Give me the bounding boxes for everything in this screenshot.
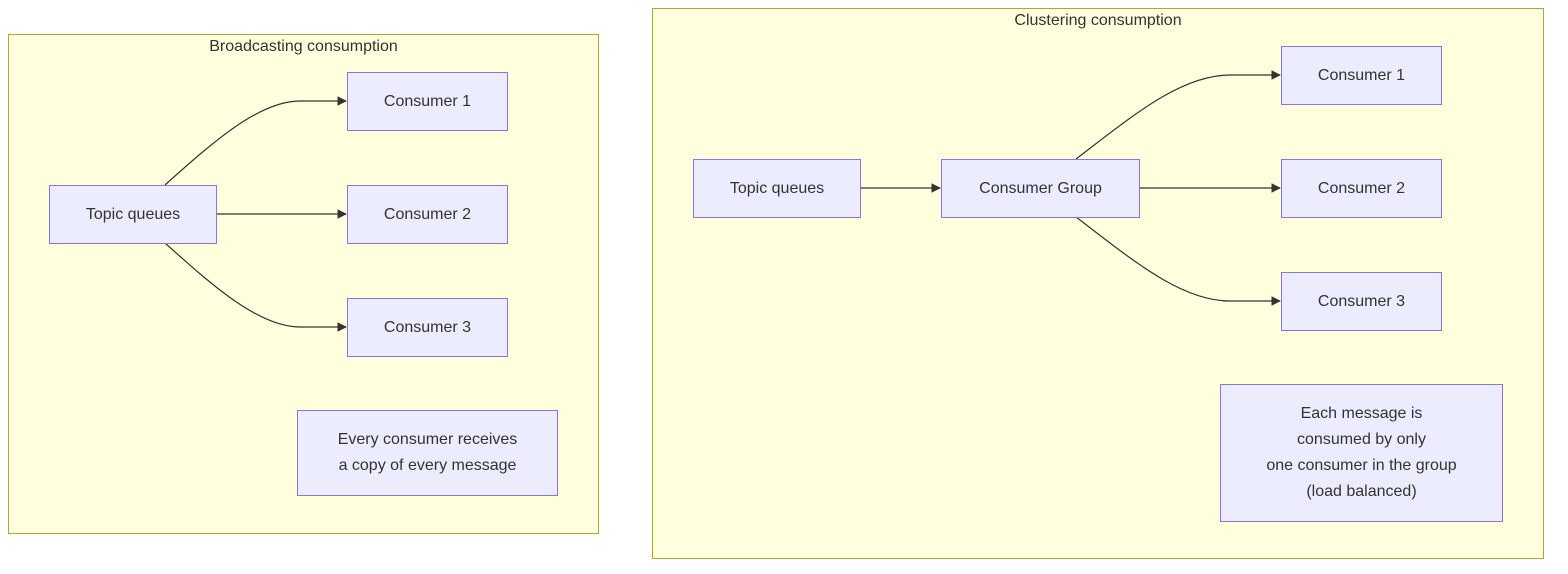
broadcast-consumer-3-label: Consumer 3 [383, 318, 472, 336]
cluster-consumer-2-node: Consumer 2 [1281, 159, 1442, 218]
broadcast-note-line-2: a copy of every message [338, 457, 517, 474]
broadcast-consumer-1-label: Consumer 1 [383, 92, 472, 110]
cluster-topic-queues-node: Topic queues [693, 159, 861, 218]
edge-broadcast-topic-to-consumer-1 [164, 96, 347, 186]
edge-broadcast-topic-to-consumer-3 [164, 242, 347, 332]
cluster-consumer-3-node: Consumer 3 [1281, 272, 1442, 331]
edge-cluster-group-to-consumer-3 [1075, 216, 1281, 306]
cluster-consumer-3-label: Consumer 3 [1317, 292, 1406, 310]
broadcasting-cluster-title: Broadcasting consumption [209, 38, 398, 55]
broadcast-note-node: Every consumer receives a copy of every … [297, 410, 558, 496]
cluster-consumer-1-node: Consumer 1 [1281, 46, 1442, 105]
broadcast-consumer-2-label: Consumer 2 [383, 205, 472, 223]
clustering-cluster-title: Clustering consumption [1014, 12, 1182, 29]
clustering-note-line-3: one consumer in the group [1266, 457, 1457, 474]
broadcast-consumer-3-node: Consumer 3 [347, 298, 508, 357]
clustering-note-line-2: consumed by only [1297, 431, 1426, 448]
clustering-note-line-1: Each message is [1300, 405, 1423, 422]
edge-cluster-group-to-consumer-1 [1075, 70, 1281, 160]
cluster-consumer-2-label: Consumer 2 [1317, 179, 1406, 197]
broadcast-consumer-1-node: Consumer 1 [347, 72, 508, 131]
broadcast-note-line-1: Every consumer receives [337, 431, 518, 448]
broadcast-consumer-2-node: Consumer 2 [347, 185, 508, 244]
broadcast-topic-queues-label: Topic queues [85, 205, 181, 223]
clustering-note-node: Each message is consumed by only one con… [1220, 384, 1503, 522]
cluster-consumer-1-label: Consumer 1 [1317, 66, 1406, 84]
consumer-group-label: Consumer Group [979, 179, 1102, 197]
broadcast-topic-queues-node: Topic queues [49, 185, 217, 244]
cluster-topic-queues-label: Topic queues [729, 179, 825, 197]
consumer-group-node: Consumer Group [941, 159, 1140, 218]
clustering-note-line-4: (load balanced) [1306, 483, 1417, 500]
